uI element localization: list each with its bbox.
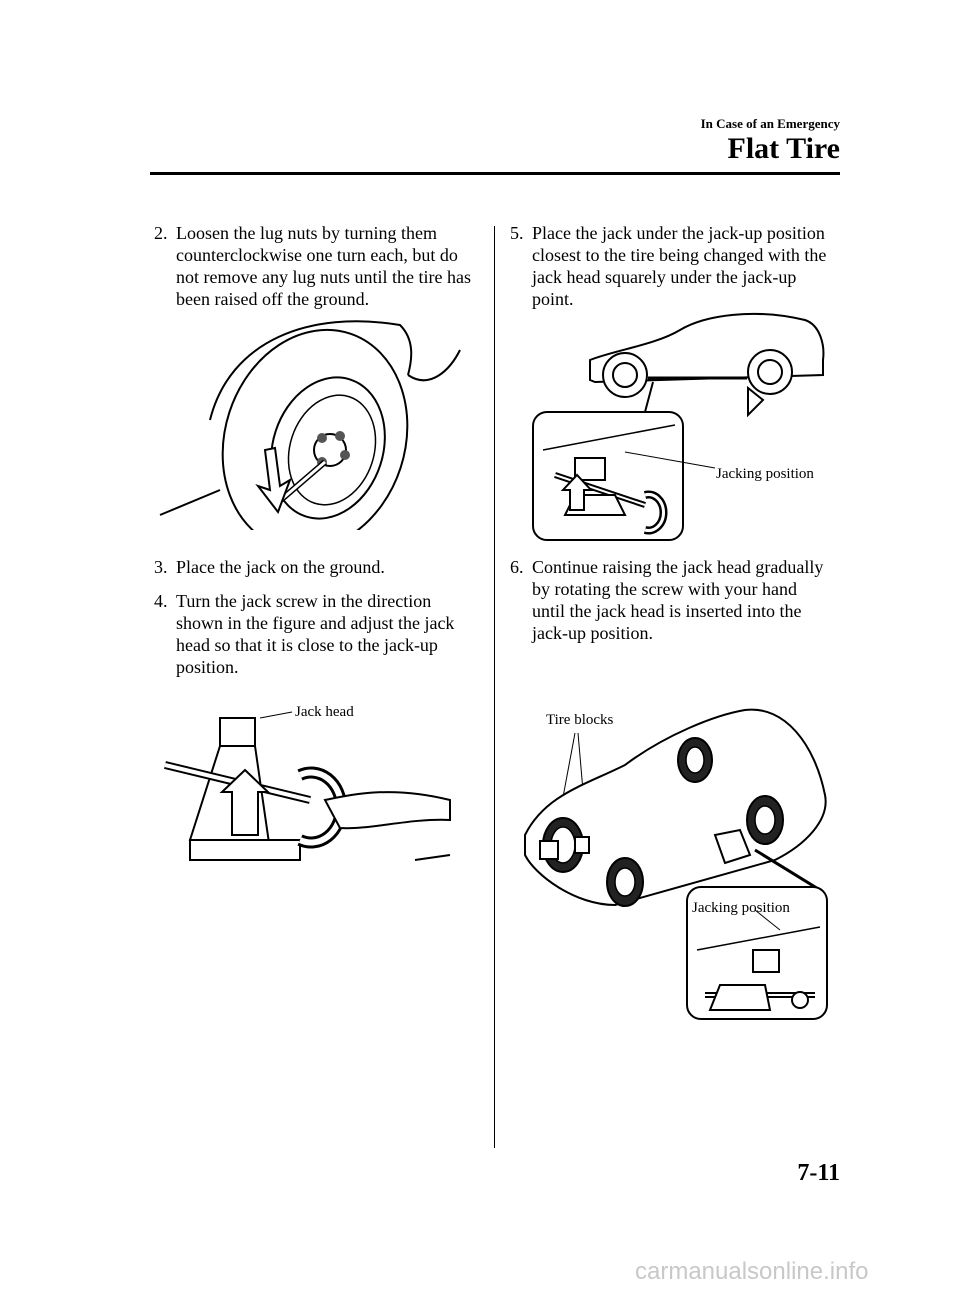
step-number: 3. xyxy=(154,557,168,577)
step-number: 2. xyxy=(154,223,168,243)
step-6: 6. Continue raising the jack head gradua… xyxy=(510,556,830,644)
step-text: Continue raising the jack head gradually… xyxy=(532,557,824,643)
header-rule xyxy=(150,172,840,175)
step-number: 6. xyxy=(510,557,524,577)
step-2: 2. Loosen the lug nuts by turning them c… xyxy=(154,222,474,310)
step-text: Turn the jack screw in the direction sho… xyxy=(176,591,455,677)
car-side-illustration xyxy=(505,300,835,545)
jacking-position-label-1: Jacking position xyxy=(716,466,814,482)
step-3: 3. Place the jack on the ground. xyxy=(154,556,474,578)
car-perspective-illustration xyxy=(515,705,835,1025)
step-text: Place the jack under the jack-up positio… xyxy=(532,223,827,309)
step-5: 5. Place the jack under the jack-up posi… xyxy=(510,222,830,310)
step-text: Loosen the lug nuts by turning them coun… xyxy=(176,223,471,309)
column-divider xyxy=(494,226,495,1148)
page-number: 7-11 xyxy=(797,1160,840,1186)
jack-illustration xyxy=(150,700,470,885)
step-text: Place the jack on the ground. xyxy=(176,557,385,577)
step-number: 5. xyxy=(510,223,524,243)
lug-wrench-illustration xyxy=(150,300,470,530)
jacking-position-label-2: Jacking position xyxy=(692,900,790,916)
section-heading: In Case of an Emergency xyxy=(700,116,840,131)
step-number: 4. xyxy=(154,591,168,611)
footer-watermark: carmanualsonline.info xyxy=(635,1258,869,1285)
page-title: Flat Tire xyxy=(727,132,841,165)
step-4: 4. Turn the jack screw in the direction … xyxy=(154,590,474,678)
tire-blocks-label: Tire blocks xyxy=(546,712,614,728)
jack-head-label: Jack head xyxy=(295,704,354,720)
